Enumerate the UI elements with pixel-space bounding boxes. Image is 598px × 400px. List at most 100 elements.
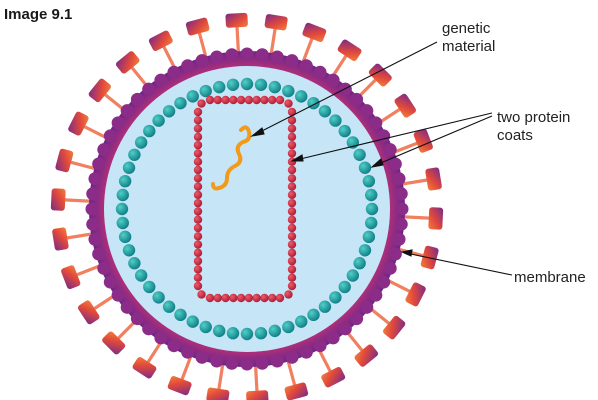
inner-coat-bead [193,157,203,166]
outer-protein-coat [115,77,379,341]
outer-coat-bead [128,148,141,161]
inner-coat-bead [268,293,277,303]
membrane-bump [388,157,402,171]
membrane-bump [92,247,106,261]
inner-coat-bead [252,95,261,105]
spike-head [132,357,157,379]
outer-coat-bead [318,300,332,313]
spike-head [246,390,269,400]
inner-coat-bead [260,95,269,105]
membrane-bump [167,65,181,79]
inner-coat-bead [275,95,285,105]
outer-coat-bead [318,105,332,118]
membrane-bump [255,48,269,62]
membrane-bump [285,350,299,364]
membrane-bump [313,339,327,353]
inner-coat-bead [193,182,203,191]
membrane-bump [383,261,397,275]
inner-coat-bead [287,140,297,150]
outer-coat-bead [362,230,376,244]
membrane-bump [394,187,408,201]
spike [50,188,95,211]
membrane-bump [111,288,125,302]
inner-coat-bead [197,99,206,108]
membrane-bump [97,143,111,157]
spike-stem [382,276,413,295]
outer-coat-bead [143,280,156,294]
membrane-bump [377,275,391,289]
spike-head [55,148,74,173]
inner-coat-bead [197,290,206,299]
spike-head [148,30,173,52]
spike-head [368,63,392,87]
outer-coat-bead [212,324,226,338]
label-genetic-line1: genetic [442,20,491,37]
membrane-bump [338,322,352,336]
spike-head [413,128,433,153]
inner-coat-bead [193,116,203,125]
membrane-bump [97,261,111,275]
inner-coat-bead [193,107,203,117]
membrane-bump [103,275,117,289]
membrane-bump [88,232,102,246]
spike-head [225,12,248,28]
inner-coat-bead [193,198,203,208]
membrane-bump [181,59,195,73]
spike-stem [268,25,278,59]
membrane-bump [92,157,106,171]
outer-coat-bead [174,96,187,110]
outer-coat-bead [365,188,378,202]
spike [399,207,444,230]
inner-coat-bead [193,273,203,282]
inner-coat-bead [287,256,297,266]
inner-coat-bead [268,95,277,105]
membrane-bump [225,356,239,370]
outer-coat-bead [307,308,320,322]
spike [61,262,105,290]
outer-coat-bead [115,202,129,216]
spike-head [52,227,69,251]
membrane-bump [240,357,254,371]
inner-coat-bead [287,165,297,175]
outer-coat-bead [152,114,165,127]
outer-coat-bead [118,230,132,244]
outer-coat-bead [240,327,254,341]
membrane-bump [377,129,391,143]
membrane-bump [195,54,209,68]
spike-head [185,17,210,36]
inner-coat-bead [284,290,293,299]
spike [299,22,327,67]
membrane-bump [392,172,406,186]
inner-coat-bead [287,248,297,258]
inner-coat-bead [193,223,203,233]
inner-coat-bead [193,165,203,175]
outer-coat-bead [162,105,176,118]
outer-coat-bead [199,320,212,334]
membrane-bump [394,217,408,231]
inner-coat-bead [287,124,297,133]
spike-head [102,331,126,355]
virus-interior [104,66,390,352]
label-protein-line2: coats [497,127,533,144]
membrane-bump [299,345,313,359]
spike-head [284,382,309,400]
spike-stem [81,123,112,142]
outer-coat-bead [365,216,378,230]
spike-head [321,366,346,388]
membrane-bump [154,73,168,87]
membrane-bump [85,202,99,216]
outer-coat-bead [358,161,372,174]
membrane-bump [326,73,340,87]
outer-coat-bead [116,188,129,202]
inner-coat-bead [229,95,238,105]
inner-coat-bead [275,293,285,303]
inner-coat-bead [287,265,297,274]
outer-coat-bead [346,269,360,282]
inner-coat-bead [193,248,203,258]
spike [382,276,426,307]
label-protein-line1: two protein [497,109,570,126]
inner-coat-bead [213,293,222,303]
outer-coat-bead [152,291,165,304]
spike [284,356,309,400]
